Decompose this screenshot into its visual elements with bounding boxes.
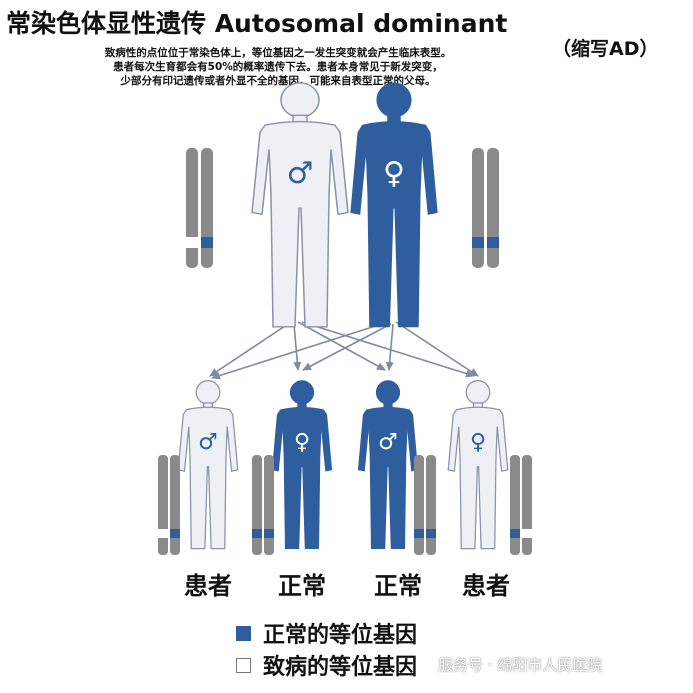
female-symbol-icon: ♀: [383, 156, 405, 191]
inheritance-arrows: [209, 321, 479, 380]
male-symbol-icon: ♂: [287, 156, 314, 191]
legend-swatch-normal: [236, 625, 251, 641]
male-symbol-icon: ♂: [378, 430, 398, 455]
chromosome-pair-child: [414, 455, 436, 555]
legend-item-pathogenic: 致病的等位基因: [236, 649, 417, 681]
arrow: [395, 321, 479, 377]
arrow: [211, 321, 389, 380]
arrow: [301, 321, 475, 378]
child-label: 患者: [462, 572, 510, 600]
father-figure: [251, 82, 349, 328]
description-line: 少部分有印记遗传或者外显不全的基因，可能来自表型正常的父母。: [120, 75, 436, 87]
arrow: [302, 323, 392, 371]
description-block: 致病性的点位位于常染色体上，等位基因之一发生突变就会产生临床表型。 患者每次生育…: [58, 46, 498, 88]
description-line: 患者每次生育都会有50%的概率遗传下去。患者本身常见于新发突变，: [113, 61, 443, 73]
watermark-text: 服务号 · 绵阳市人民医院: [438, 656, 603, 674]
arrow: [385, 323, 394, 371]
abbreviation-label: （缩写AD）: [552, 38, 659, 60]
child-label: 患者: [184, 572, 232, 600]
chromosome-pair-child: [252, 455, 274, 555]
chromosome-pair-child: [510, 455, 532, 555]
child-label: 正常: [374, 572, 422, 600]
diagram-title: 常染色体显性遗传 Autosomal dominant: [6, 9, 508, 38]
male-symbol-icon: ♂: [198, 430, 218, 455]
legend-swatch-pathogenic: [236, 657, 251, 673]
legend-label: 正常的等位基因: [263, 623, 418, 648]
description-line: 致病性的点位位于常染色体上，等位基因之一发生突变就会产生临床表型。: [104, 47, 452, 59]
mother-figure: [350, 82, 438, 328]
legend-item-normal: 正常的等位基因: [236, 617, 417, 649]
chromosome-pair-father: [186, 148, 213, 268]
chromosome-pair-child: [158, 455, 180, 555]
child-label: 正常: [278, 572, 326, 600]
child-figure: [271, 380, 333, 549]
chromosome-pair-mother: [472, 148, 499, 268]
child-figure: [357, 380, 419, 549]
child-figure: [447, 379, 509, 550]
female-symbol-icon: ♀: [294, 430, 310, 455]
female-symbol-icon: ♀: [470, 430, 486, 455]
legend-label: 致病的等位基因: [263, 655, 418, 680]
arrow: [297, 321, 386, 371]
arrow: [293, 323, 302, 371]
child-figure: [177, 379, 239, 550]
arrow: [209, 321, 292, 377]
